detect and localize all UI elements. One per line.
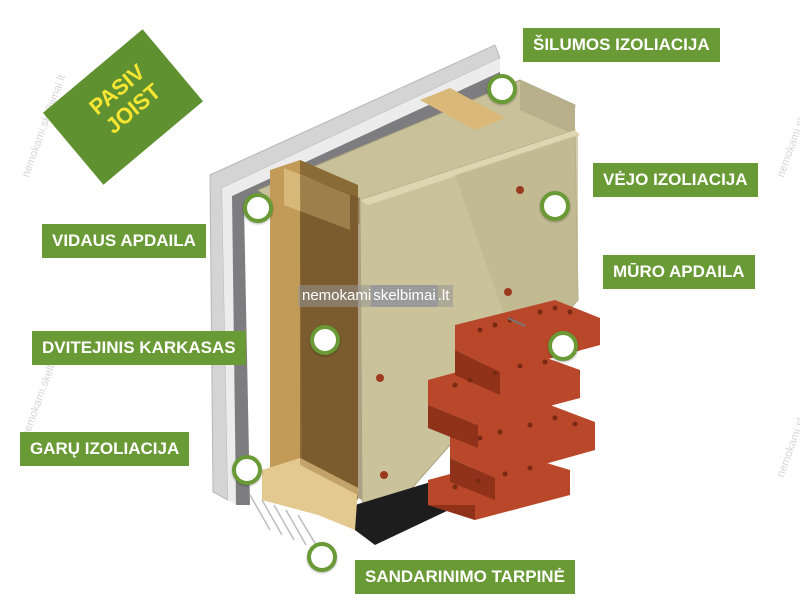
brick-masonry — [428, 300, 600, 520]
marker-silumos — [487, 74, 517, 104]
label-garu-izoliacija: GARŲ IZOLIACIJA — [20, 432, 190, 466]
label-sandarinimo-tarpine: SANDARINIMO TARPINĖ — [355, 560, 575, 594]
i-joist-stud — [270, 160, 300, 480]
marker-garu — [232, 455, 262, 485]
marker-muro — [548, 331, 578, 361]
label-silumos-izoliacija: ŠILUMOS IZOLIACIJA — [523, 28, 720, 62]
marker-karkasas — [310, 325, 340, 355]
marker-vejo — [540, 191, 570, 221]
watermark-part-3: .lt — [437, 287, 450, 304]
watermark-part-2: skelbimai — [371, 285, 438, 307]
marker-sandarinimo — [307, 542, 337, 572]
label-muro-apdaila: MŪRO APDAILA — [603, 255, 755, 289]
watermark-part-1: nemokami — [302, 287, 372, 304]
label-vidaus-apdaila: VIDAUS APDAILA — [42, 224, 206, 258]
marker-vidaus — [243, 193, 273, 223]
label-dvitejinis-karkasas: DVITEJINIS KARKASAS — [32, 331, 246, 365]
site-watermark: nemokami skelbimai.lt — [298, 285, 454, 307]
label-vejo-izoliacija: VĖJO IZOLIACIJA — [593, 163, 758, 197]
